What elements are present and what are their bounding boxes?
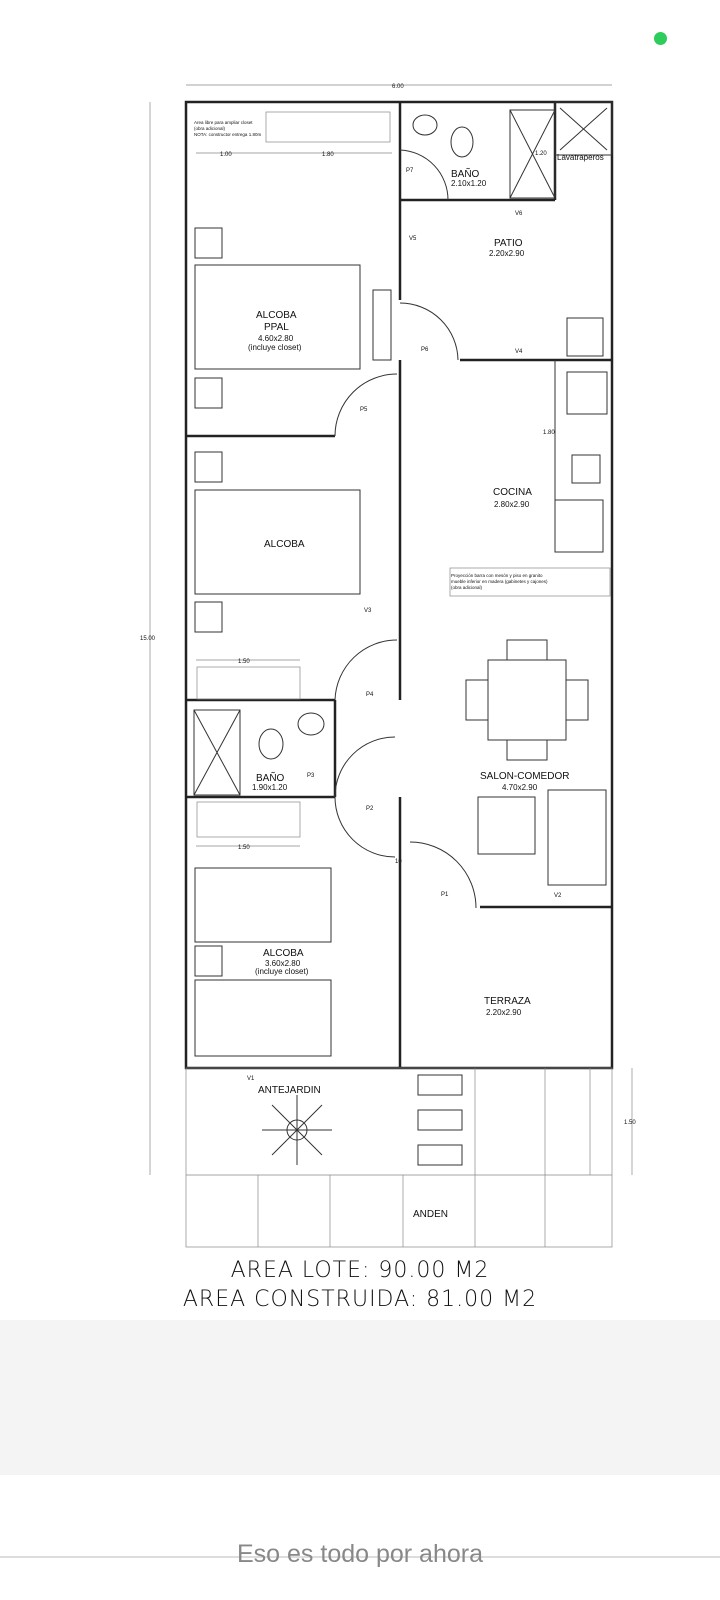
- note-line: (obra adicional): [451, 585, 483, 590]
- note-line: (obra adicional): [194, 126, 226, 131]
- room-name: ANTEJARDIN: [258, 1085, 321, 1096]
- opening-tags: P1 P2 P3 P4 P5 P6 P7 V1 V2 V3 V4 V5 V6: [247, 168, 562, 1082]
- tag-v4: V4: [515, 349, 523, 355]
- floor-plan: 6.00 15.00 1.00 1.80 1.20 1.80 1.50 1.50…: [140, 84, 636, 1248]
- tag-v3: V3: [364, 608, 372, 614]
- tag-p1: P1: [441, 892, 449, 898]
- room-name: ALCOBA: [256, 310, 297, 321]
- note-line: NOTA: constructor entrega 1.80m: [194, 132, 261, 137]
- area-construida: AREA CONSTRUIDA: 81.00 M2: [182, 1287, 538, 1312]
- dim-closet-1: 1.00: [220, 152, 232, 158]
- status-indicator: [654, 32, 667, 45]
- site: [185, 1067, 613, 1248]
- dim-bath: 1.20: [535, 151, 547, 157]
- dimension-lines: 6.00 15.00 1.00 1.80 1.20 1.80 1.50 1.50…: [140, 84, 636, 1175]
- tag-v6: V6: [515, 211, 523, 217]
- tag-p4: P4: [366, 692, 374, 698]
- fixtures: [193, 109, 611, 1057]
- note-line: Proyección barra con mesón y piso en gra…: [451, 573, 543, 578]
- room-labels: BAÑO 2.10x1.20 Lavatraperos PATIO 2.20x2…: [248, 153, 604, 1220]
- closet-note: Area libre para ampliar closet (obra adi…: [194, 120, 548, 590]
- image-footer-band: [0, 1320, 720, 1475]
- dim-kitchen: 1.80: [543, 430, 555, 436]
- dim-closet-4: 1.50: [238, 845, 250, 851]
- room-size: 4.70x2.90: [502, 783, 538, 792]
- tag-p7: P7: [406, 168, 414, 174]
- room-name: BAÑO: [256, 771, 285, 784]
- tag-p5: P5: [360, 407, 368, 413]
- room-name: ALCOBA: [264, 539, 305, 550]
- room-name: ALCOBA: [263, 948, 304, 959]
- plant-icon: [262, 1095, 332, 1165]
- dim-closet-3: 1.50: [238, 659, 250, 665]
- dim-closet-2: 1.80: [322, 152, 334, 158]
- tag-p3: P3: [307, 773, 315, 779]
- end-text: Eso es todo por ahora: [237, 1540, 483, 1568]
- room-size: 2.10x1.20: [451, 179, 487, 188]
- room-name: COCINA: [493, 487, 532, 498]
- room-name: SALON-COMEDOR: [480, 771, 569, 782]
- room-name: PPAL: [264, 322, 289, 333]
- room-size: 1.90x1.20: [252, 783, 288, 792]
- room-size: 3.60x2.80: [265, 959, 301, 968]
- divider: [0, 1556, 720, 1558]
- room-size: 2.20x2.90: [489, 249, 525, 258]
- room-name: TERRAZA: [484, 996, 531, 1007]
- tag-v2: V2: [554, 893, 562, 899]
- area-lote: AREA LOTE: 90.00 M2: [230, 1258, 490, 1283]
- dim-length: 15.00: [140, 636, 156, 642]
- room-note: (incluye closet): [248, 343, 302, 352]
- note-line: mueble inferior en madera (gabinetes y c…: [451, 579, 548, 584]
- room-name: Lavatraperos: [557, 153, 604, 162]
- tag-v5: V5: [409, 236, 417, 242]
- room-name: ANDEN: [413, 1209, 448, 1220]
- dim-small: 10: [395, 859, 402, 865]
- walls: [184, 100, 614, 1070]
- note-line: Area libre para ampliar closet: [194, 120, 253, 125]
- doors: [334, 149, 477, 909]
- room-size: 2.80x2.90: [494, 500, 530, 509]
- room-note: (incluye closet): [255, 967, 309, 976]
- tag-p6: P6: [421, 347, 429, 353]
- room-name: BAÑO: [451, 167, 480, 180]
- dim-front: 1.50: [624, 1120, 636, 1126]
- room-size: 4.60x2.80: [258, 334, 294, 343]
- room-size: 2.20x2.90: [486, 1008, 522, 1017]
- end-of-content-text: Eso es todo por ahora: [0, 1540, 720, 1569]
- tag-v1: V1: [247, 1076, 255, 1082]
- tag-p2: P2: [366, 806, 374, 812]
- dim-width: 6.00: [392, 84, 404, 90]
- room-name: PATIO: [494, 238, 523, 249]
